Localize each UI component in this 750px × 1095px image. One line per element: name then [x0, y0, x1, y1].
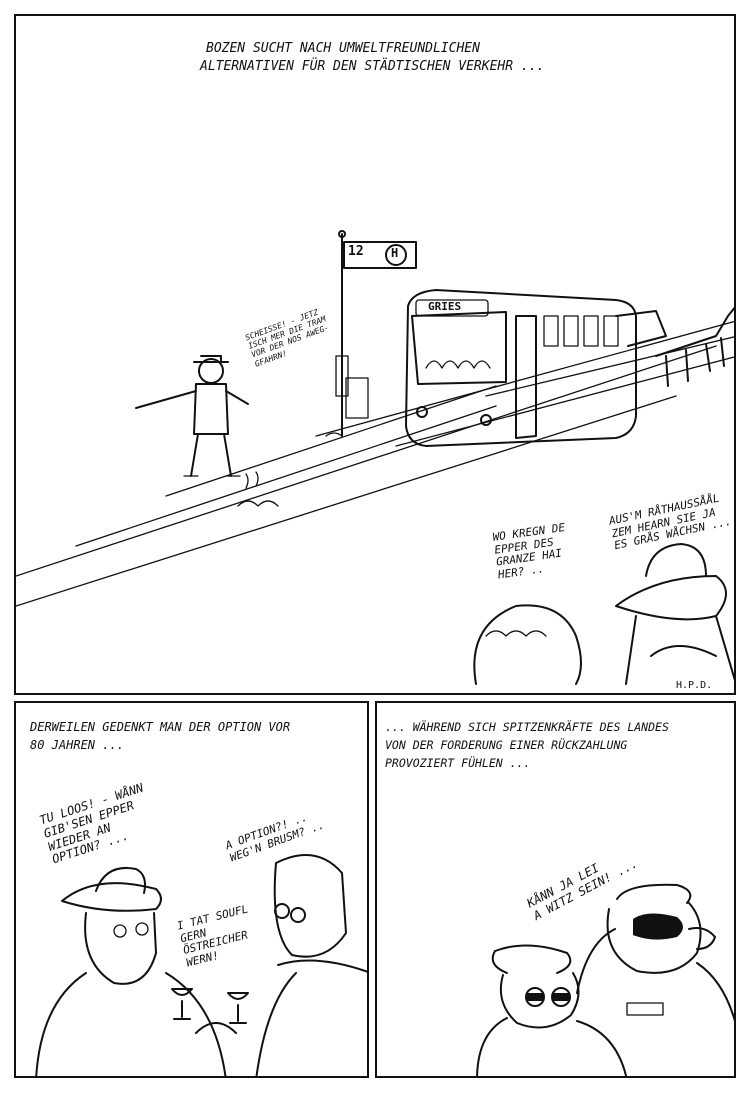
bottom-right-panel: ... WÄHREND SICH SPITZENKRÄFTE DES LANDE… — [375, 701, 736, 1078]
bottom-left-caption-line-1: DERWEILEN GEDENKT MAN DER OPTION VOR — [30, 720, 291, 734]
top-panel-drawing — [16, 230, 734, 685]
top-caption-line-2: ALTERNATIVEN FÜR DEN STÄDTISCHEN VERKEHR… — [200, 59, 545, 74]
bottom-right-caption-line-1: ... WÄHREND SICH SPITZENKRÄFTE DES LANDE… — [385, 720, 669, 734]
bottom-right-caption-line-3: PROVOZIERT FÜHLEN ... — [385, 756, 531, 770]
bottom-left-panel: DERWEILEN GEDENKT MAN DER OPTION VOR 80 … — [14, 701, 369, 1078]
woman-speech: WO KREGN DE EPPER DES GRANZE HAI HER? .. — [491, 520, 566, 582]
stop-sign-number: 12 — [348, 244, 364, 259]
bottom-left-caption-line-2: 80 JAHREN ... — [30, 738, 124, 752]
artist-signature: H.P.D. — [676, 680, 713, 691]
bottom-left-drawing — [35, 854, 367, 1076]
stop-sign-symbol: H — [391, 246, 399, 260]
top-caption-line-1: BOZEN SUCHT NACH UMWELTFREUNDLICHEN — [206, 41, 480, 56]
bottom-right-caption-line-2: VON DER FORDERUNG EINER RÜCKZAHLUNG — [385, 738, 628, 752]
top-panel: BOZEN SUCHT NACH UMWELTFREUNDLICHEN ALTE… — [14, 14, 736, 695]
tram-destination-sign: GRIES — [428, 300, 462, 313]
bottom-right-drawing — [476, 883, 734, 1076]
